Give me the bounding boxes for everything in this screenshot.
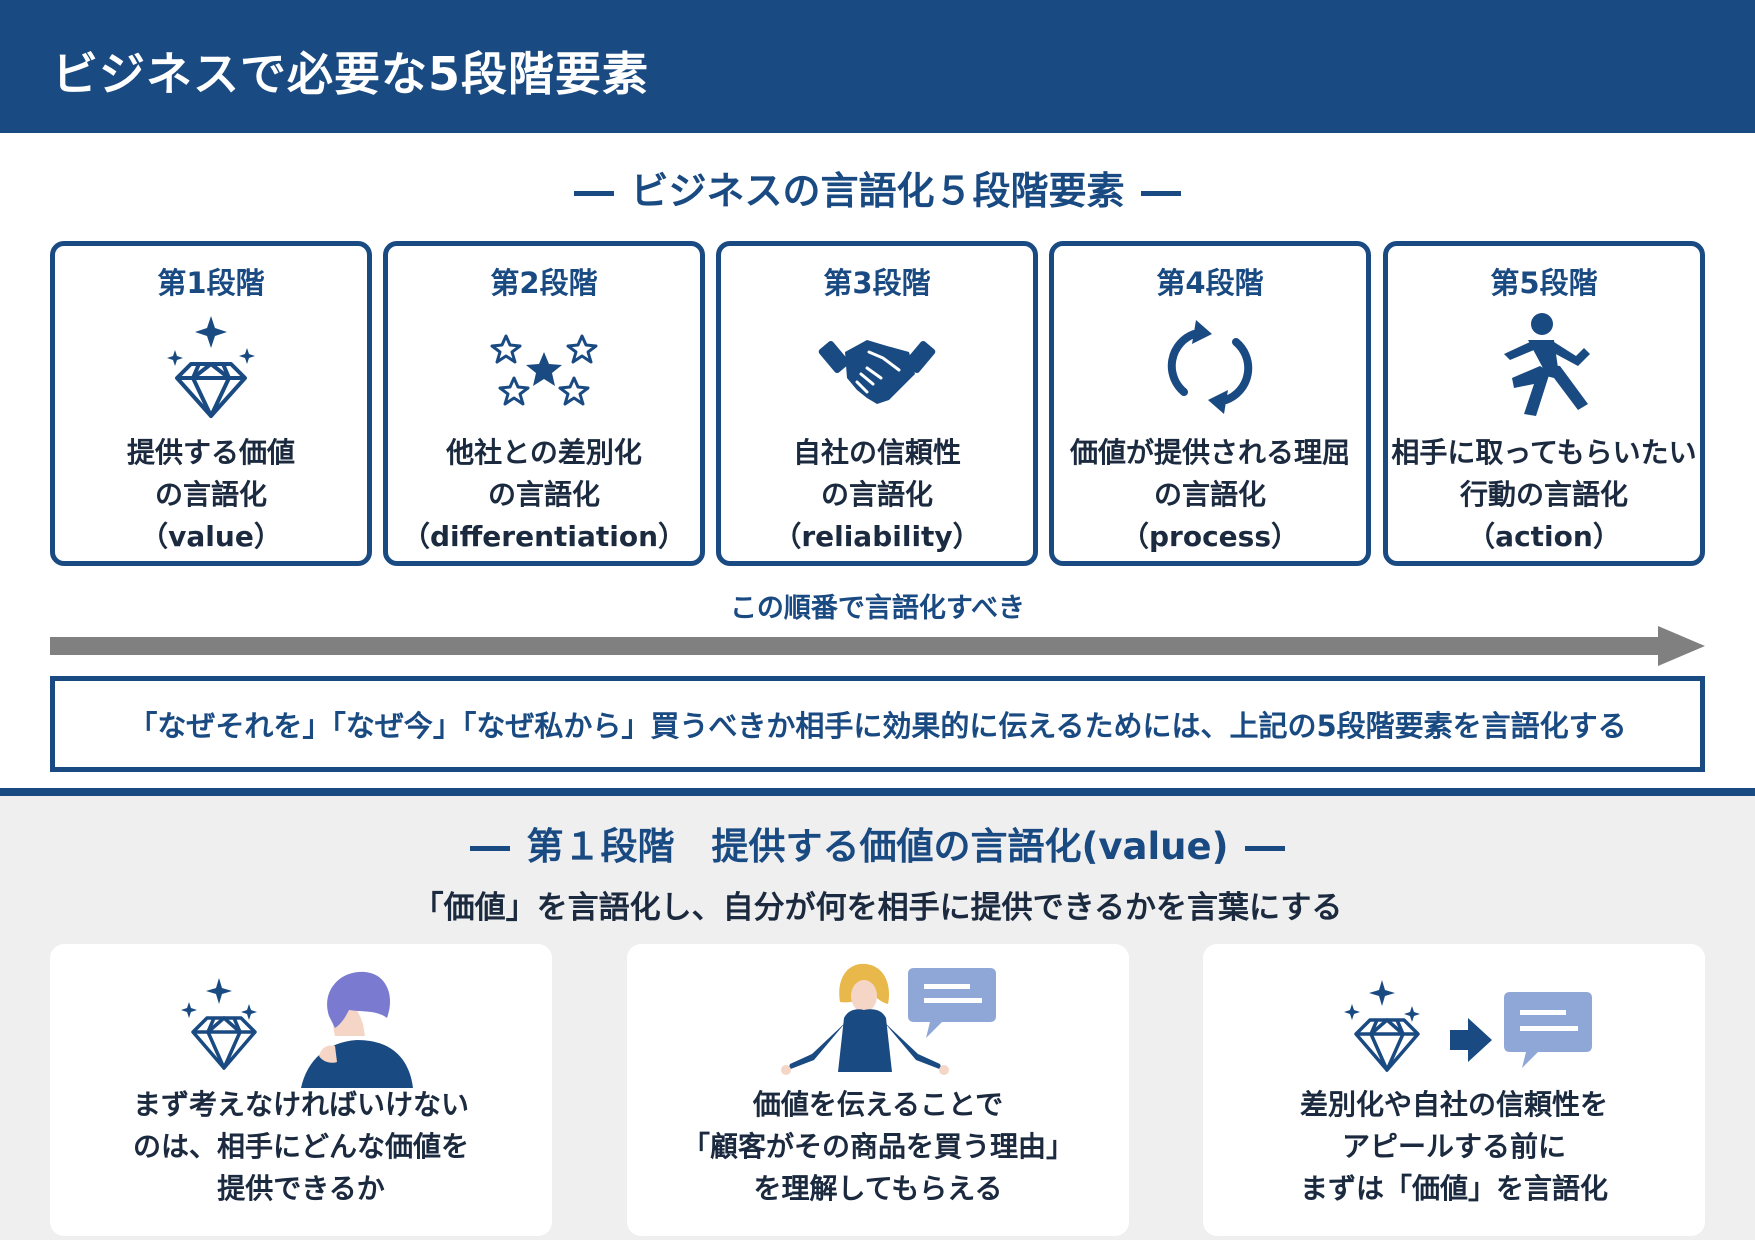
step-line: （differentiation） [401,520,687,553]
card-line: 差別化や自社の信頼性を [1299,1088,1608,1121]
refresh-cycle-icon [1167,320,1253,414]
step-line: （value） [140,520,282,553]
card-line: 提供できるか [217,1172,385,1205]
step-description: 相手に取ってもらいたい 行動の言語化 （action） [1388,432,1700,558]
card-line: 「顧客がその商品を買う理由」 [681,1130,1074,1163]
thinking-person-diamond-icon [181,971,413,1088]
step-title: 第2段階 [490,266,598,300]
step-description: 自社の信頼性 の言語化 （reliability） [721,432,1033,558]
step-line: 他社との差別化 [446,436,642,469]
card-description: 価値を伝えることで 「顧客がその商品を買う理由」 を理解してもらえる [627,1084,1129,1210]
step-card-4: 第4段階 価値が提供される理屈 の言語化 （process） [1049,241,1371,566]
step-title: 第3段階 [823,266,931,300]
steps-row: 第1段階 提供する価値 の言語化 （value） 第2段階 [50,241,1705,566]
step-card-2: 第2段階 他社との差別化 の言語化 （differentiation） [383,241,705,566]
step-line: （reliability） [773,520,981,553]
step-line: 価値が提供される理屈 [1069,436,1350,469]
lower-section-title-text: 第１段階 提供する価値の言語化(value) [526,825,1229,868]
title-dash-left [574,191,615,196]
step-card-5: 第5段階 相手に取ってもらいたい 行動の言語化 （action） [1383,241,1705,566]
step-card-3: 第3段階 自社の信頼性 の言語化 （reliability） [716,241,1038,566]
lower-section-title: 第１段階 提供する価値の言語化(value) [0,816,1755,870]
summary-box: 「なぜそれを」「なぜ今」「なぜ私から」買うべきか相手に効果的に伝えるためには、上… [50,676,1705,772]
upper-section-title-text: ビジネスの言語化５段階要素 [630,169,1125,213]
summary-text: 「なぜそれを」「なぜ今」「なぜ私から」買うべきか相手に効果的に伝えるためには、上… [128,709,1627,743]
card-line: を理解してもらえる [753,1172,1003,1205]
header-bar: ビジネスで必要な5段階要素 [0,0,1755,133]
step-line: （action） [1467,520,1621,553]
handshake-icon [818,340,936,404]
explanation-card-2: 価値を伝えることで 「顧客がその商品を買う理由」 を理解してもらえる [627,944,1129,1236]
step-line: 相手に取ってもらいたい [1391,436,1697,469]
step-title: 第5段階 [1490,266,1598,300]
card-line: アピールする前に [1341,1130,1566,1163]
page-title: ビジネスで必要な5段階要素 [52,47,650,101]
order-label: この順番で言語化すべき [729,593,1026,624]
step-line: の言語化 [1153,478,1266,511]
stars-icon [490,334,598,406]
step-title: 第4段階 [1156,266,1264,300]
step-description: 提供する価値 の言語化 （value） [55,432,367,558]
card-line: まずは「価値」を言語化 [1299,1172,1608,1205]
card-line: 価値を伝えることで [752,1088,1004,1121]
step-line: の言語化 [154,478,267,511]
step-line: 行動の言語化 [1459,478,1628,511]
card-description: 差別化や自社の信頼性を アピールする前に まずは「価値」を言語化 [1203,1084,1705,1210]
step-description: 他社との差別化 の言語化 （differentiation） [388,432,700,558]
presenting-woman-speech-icon [781,963,996,1075]
step-line: （process） [1120,520,1299,553]
diamond-sparkle-icon [167,316,255,418]
step-line: の言語化 [487,478,600,511]
step-line: 自社の信頼性 [792,436,961,469]
lower-section-subtitle: 「価値」を言語化し、自分が何を相手に提供できるかを言葉にする [412,890,1343,926]
title-dash-left [470,846,511,851]
explanation-card-1: まず考えなければいけない のは、相手にどんな価値を 提供できるか [50,944,552,1236]
card-description: まず考えなければいけない のは、相手にどんな価値を 提供できるか [50,1084,552,1210]
running-person-icon [1504,313,1590,416]
title-dash-right [1140,191,1181,196]
step-card-1: 第1段階 提供する価値 の言語化 （value） [50,241,372,566]
explanation-card-3: 差別化や自社の信頼性を アピールする前に まずは「価値」を言語化 [1203,944,1705,1236]
step-line: 提供する価値 [126,436,295,469]
step-line: の言語化 [820,478,933,511]
progress-arrow-icon [50,626,1705,666]
diamond-to-speech-icon [1344,980,1592,1072]
card-line: のは、相手にどんな価値を [132,1130,469,1163]
title-dash-right [1244,846,1285,851]
card-line: まず考えなければいけない [132,1088,469,1121]
step-description: 価値が提供される理屈 の言語化 （process） [1054,432,1366,558]
step-title: 第1段階 [157,266,265,300]
upper-section-title: ビジネスの言語化５段階要素 [0,160,1755,215]
